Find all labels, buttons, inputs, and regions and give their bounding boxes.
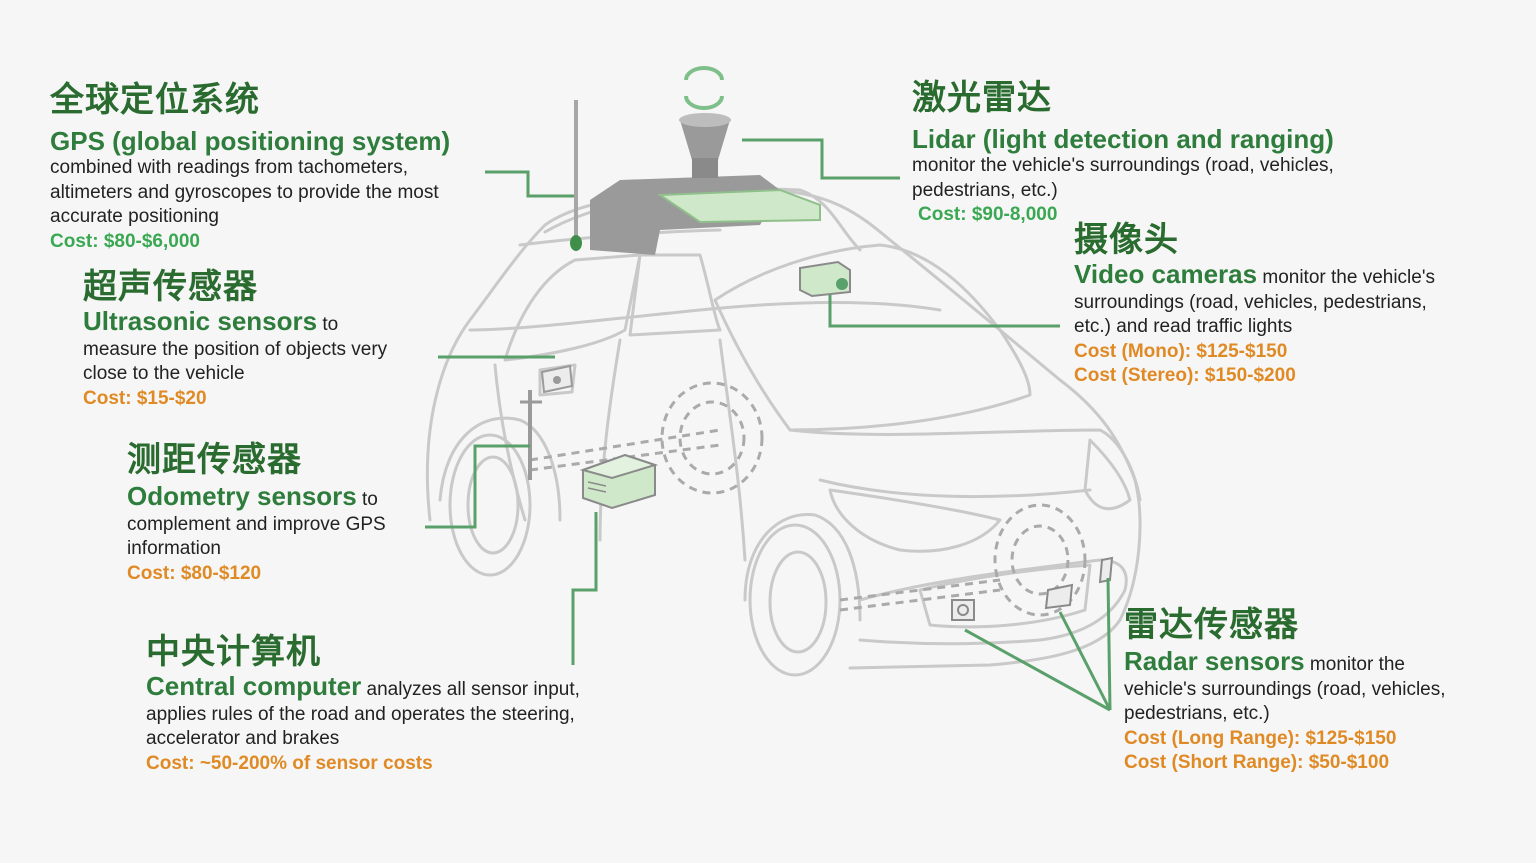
radar-cost-long: Cost (Long Range): $125-$150 bbox=[1124, 727, 1397, 749]
car-body-outline bbox=[425, 187, 1142, 677]
camera-title-zh: 摄像头 bbox=[1074, 220, 1179, 260]
computer-desc-line-1: applies rules of the road and operates t… bbox=[146, 703, 575, 725]
lidar-cost: Cost: $90-8,000 bbox=[918, 204, 1058, 225]
computer-desc-lead: analyzes all sensor input, bbox=[361, 679, 580, 700]
ultrasonic-title-zh: 超声传感器 bbox=[83, 267, 258, 307]
camera-title-en: Video cameras bbox=[1074, 259, 1258, 289]
lidar-unit bbox=[590, 66, 821, 255]
lidar-desc-line-2: pedestrians, etc.) bbox=[912, 179, 1058, 201]
camera-cost-stereo: Cost (Stereo): $150-$200 bbox=[1074, 365, 1296, 386]
leader-lidar bbox=[742, 138, 900, 180]
camera-cost-mono: Cost (Mono): $125-$150 bbox=[1074, 340, 1288, 362]
radar-title-zh: 雷达传感器 bbox=[1124, 605, 1299, 645]
leader-camera bbox=[828, 295, 1060, 328]
radar-desc-line-1: vehicle's surroundings (road, vehicles, bbox=[1124, 678, 1446, 700]
radar-desc-lead: monitor the bbox=[1304, 654, 1405, 675]
lidar-title-en: Lidar (light detection and ranging) bbox=[912, 124, 1334, 154]
leader-gps bbox=[485, 170, 574, 198]
ultrasonic-cost: Cost: $15-$20 bbox=[83, 387, 207, 409]
odometry-callout: 测距传感器 Odometry sensors to complement and… bbox=[127, 440, 427, 586]
camera-desc-line-1: surroundings (road, vehicles, pedestrian… bbox=[1074, 291, 1427, 313]
ultrasonic-desc-lead: to bbox=[317, 314, 339, 335]
leader-radar-2 bbox=[1058, 611, 1112, 711]
computer-first-line: Central computer analyzes all sensor inp… bbox=[146, 671, 626, 703]
leader-computer bbox=[571, 512, 598, 665]
gps-title-zh: 全球定位系统 bbox=[50, 80, 260, 120]
gps-desc-line-2: altimeters and gyroscopes to provide the… bbox=[50, 181, 439, 203]
gps-cost: Cost: $80-$6,000 bbox=[50, 230, 200, 252]
radar-first-line: Radar sensors monitor the bbox=[1124, 646, 1504, 678]
odometry-title-en: Odometry sensors bbox=[127, 481, 357, 511]
ultrasonic-callout: 超声传感器 Ultrasonic sensors to measure the … bbox=[83, 267, 443, 411]
odometry-desc-line-2: information bbox=[127, 538, 221, 559]
camera-callout: 摄像头 Video cameras monitor the vehicle's … bbox=[1074, 220, 1504, 389]
computer-cost: Cost: ~50-200% of sensor costs bbox=[146, 752, 433, 774]
odometry-desc-line-1: complement and improve GPS bbox=[127, 513, 386, 535]
radar-desc-line-2: pedestrians, etc.) bbox=[1124, 703, 1270, 724]
computer-title-en: Central computer bbox=[146, 671, 362, 701]
camera-desc-line-2: etc.) and read traffic lights bbox=[1074, 316, 1293, 337]
radar-units bbox=[951, 556, 1114, 621]
camera-desc-lead: monitor the vehicle's bbox=[1257, 267, 1435, 288]
ultrasonic-first-line: Ultrasonic sensors to bbox=[83, 306, 443, 338]
radar-title-en: Radar sensors bbox=[1124, 646, 1305, 676]
gps-desc-line-3: accurate positioning bbox=[50, 206, 219, 227]
gps-callout: 全球定位系统 GPS (global positioning system) c… bbox=[50, 80, 490, 254]
leader-odometry bbox=[425, 444, 530, 529]
odometry-dashes bbox=[529, 381, 1087, 617]
ultrasonic-desc-line-2: close to the vehicle bbox=[83, 363, 245, 384]
odometry-title-zh: 测距传感器 bbox=[127, 440, 302, 480]
gps-antenna bbox=[570, 100, 582, 251]
odometry-sensor-rod bbox=[520, 390, 542, 480]
odometry-desc-lead: to bbox=[356, 489, 378, 510]
radar-callout: 雷达传感器 Radar sensors monitor the vehicle'… bbox=[1124, 605, 1504, 776]
odometry-cost: Cost: $80-$120 bbox=[127, 562, 262, 584]
radar-cost-short: Cost (Short Range): $50-$100 bbox=[1124, 752, 1390, 773]
computer-title-zh: 中央计算机 bbox=[146, 632, 321, 672]
lidar-title-zh: 激光雷达 bbox=[912, 78, 1052, 118]
leader-lines bbox=[425, 138, 1112, 712]
odometry-first-line: Odometry sensors to bbox=[127, 481, 427, 513]
ultrasonic-title-en: Ultrasonic sensors bbox=[83, 306, 318, 336]
lidar-desc-line-1: monitor the vehicle's surroundings (road… bbox=[912, 155, 1334, 176]
computer-callout: 中央计算机 Central computer analyzes all sens… bbox=[146, 632, 626, 776]
central-computer-unit bbox=[579, 453, 659, 510]
leader-radar-1 bbox=[964, 628, 1111, 712]
computer-desc-line-2: accelerator and brakes bbox=[146, 728, 340, 749]
camera-first-line: Video cameras monitor the vehicle's bbox=[1074, 259, 1504, 291]
video-camera-unit bbox=[799, 260, 851, 298]
gps-title-en: GPS (global positioning system) bbox=[50, 126, 451, 156]
ultrasonic-desc-line-1: measure the position of objects very bbox=[83, 338, 388, 360]
gps-desc-line-1: combined with readings from tachometers, bbox=[50, 157, 408, 178]
ultrasonic-sensor-unit bbox=[540, 364, 574, 394]
lidar-callout: 激光雷达 Lidar (light detection and ranging)… bbox=[912, 78, 1392, 228]
leader-radar-3 bbox=[1106, 577, 1112, 711]
